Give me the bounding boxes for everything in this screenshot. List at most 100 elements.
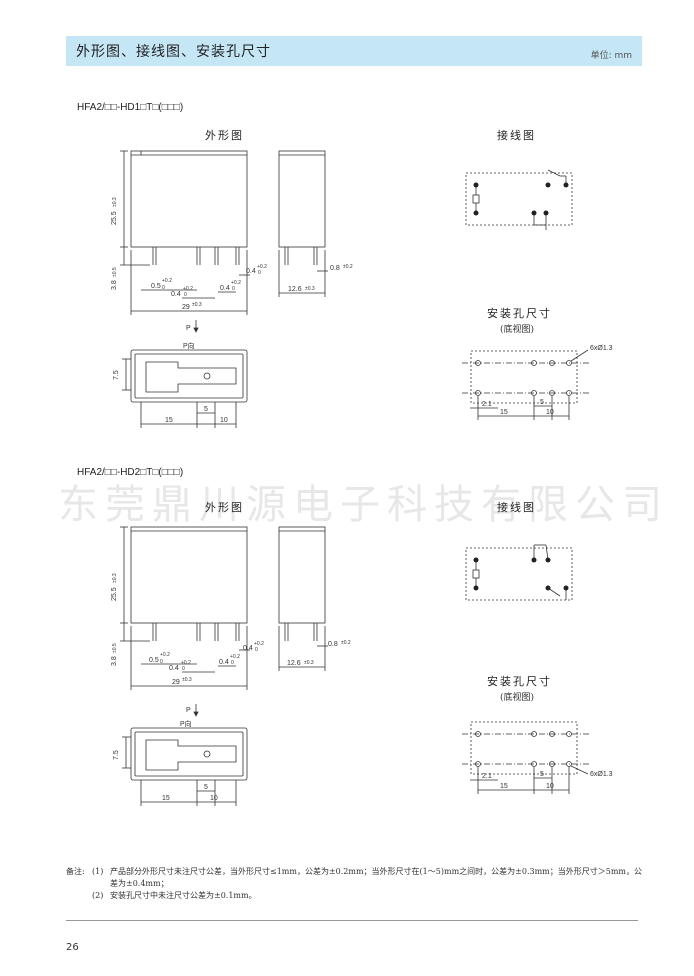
model-number-2: HFA2/□□-HD2□T□(□□□) bbox=[77, 467, 184, 478]
mdim-21-2: 2.1 bbox=[482, 773, 492, 780]
dim-width-tol-1: ±0.3 bbox=[192, 302, 202, 308]
dim-pinw-a-up-2: +0.2 bbox=[160, 652, 170, 658]
dim-depth-tol-1: ±0.3 bbox=[305, 286, 315, 292]
p-mark-2: P bbox=[186, 707, 191, 714]
dim-depth-2: 12.6 bbox=[287, 660, 301, 667]
outline-label-2: 外形图 bbox=[205, 501, 244, 514]
mdim-5-1: 5 bbox=[540, 399, 544, 406]
mount-holes-2 bbox=[462, 721, 590, 794]
dim-pinw-c-dn-1: 0 bbox=[232, 286, 235, 292]
dim-pinw-c-2: 0.4 bbox=[219, 659, 229, 666]
wiring-lines-2 bbox=[472, 544, 567, 600]
wiring-diagram-1 bbox=[465, 172, 573, 226]
dim-height-tol-2: ±0.3 bbox=[112, 573, 118, 583]
outline-label-1: 外形图 bbox=[205, 129, 244, 142]
dim-pinw-a-2: 0.5 bbox=[149, 657, 159, 664]
dim-5-2: 5 bbox=[204, 784, 208, 791]
dim-10-2: 10 bbox=[210, 795, 218, 802]
wiring-pins-1 bbox=[473, 182, 569, 216]
p-mark-1: P bbox=[186, 325, 191, 332]
notes-key: 备注: bbox=[66, 867, 85, 876]
dim-pinlen-tol-2: ±0.5 bbox=[112, 643, 118, 653]
dim-text-1: 25.5 ±0.3 3.8 ±0.5 29 ±0.3 0.5 +0.2 0 0.… bbox=[111, 197, 613, 424]
section-title: 外形图、接线图、安装孔尺寸 bbox=[76, 44, 271, 60]
dim-pinw-b-2: 0.4 bbox=[169, 665, 179, 672]
dim-depth-1: 12.6 bbox=[288, 286, 302, 293]
note-2-text: 安装孔尺寸中未注尺寸公差为±0.1mm。 bbox=[110, 891, 257, 900]
dim-pinw-b-up-1: +0.2 bbox=[183, 286, 193, 292]
note-1-num: (1) bbox=[92, 867, 104, 876]
side-outline-2 bbox=[278, 526, 328, 671]
bottom-view-1 bbox=[122, 349, 248, 428]
dim-5-1: 5 bbox=[204, 406, 208, 413]
dim-width-1: 29 bbox=[182, 304, 190, 311]
dim-pinw-d-dn-2: 0 bbox=[255, 647, 258, 653]
model-number-1: HFA2/□□-HD1□T□(□□□) bbox=[77, 102, 184, 113]
dim-pinw-a-dn-1: 0 bbox=[162, 285, 165, 291]
dim-width-2: 29 bbox=[172, 679, 180, 686]
mount-sub-2: (底视图) bbox=[500, 693, 535, 703]
mdim-10-2: 10 bbox=[546, 783, 554, 790]
dim-15-2: 15 bbox=[162, 795, 170, 802]
mdim-15-1: 15 bbox=[500, 409, 508, 416]
side-outline-1 bbox=[278, 150, 328, 297]
dim-pinw-d-up-1: +0.2 bbox=[257, 264, 267, 270]
front-outline-1 bbox=[120, 150, 250, 315]
mount-sub-1: (底视图) bbox=[500, 325, 535, 335]
mount-label-2: 安装孔尺寸 bbox=[487, 675, 552, 688]
footer-divider bbox=[66, 920, 638, 921]
dim-pinw-d-dn-1: 0 bbox=[258, 270, 261, 276]
dim-pinw-b-dn-1: 0 bbox=[184, 292, 187, 298]
dim-pinw-a-1: 0.5 bbox=[151, 283, 161, 290]
bottom-view-2 bbox=[122, 727, 248, 806]
dim-text-2: 25.5 ±0.3 3.8 ±0.5 29 ±0.3 0.5 +0.2 0 0.… bbox=[111, 573, 613, 802]
mdim-21-1: 2.1 bbox=[482, 401, 492, 408]
dim-pinlen-2: 3.8 bbox=[111, 656, 118, 666]
unit-label: 单位: mm bbox=[590, 51, 632, 61]
dim-depth-tol-2: ±0.3 bbox=[304, 660, 314, 666]
dim-pint-2: 0.8 bbox=[328, 641, 338, 648]
mdim-15-2: 15 bbox=[500, 783, 508, 790]
dim-height-2: 25.5 bbox=[111, 587, 118, 601]
dim-pint-tol-2: ±0.2 bbox=[341, 640, 351, 646]
dim-pinw-c-1: 0.4 bbox=[220, 285, 230, 292]
dim-pinw-d-1: 0.4 bbox=[246, 268, 256, 275]
page-number: 26 bbox=[66, 942, 79, 953]
dim-pinw-d-up-2: +0.2 bbox=[254, 641, 264, 647]
dim-pint-1: 0.8 bbox=[330, 265, 340, 272]
dim-pinlen-1: 3.8 bbox=[111, 280, 118, 290]
watermark: 东莞鼎川源电子科技有限公司 bbox=[58, 482, 669, 528]
wiring-lines-1 bbox=[472, 169, 567, 230]
dim-pinw-b-1: 0.4 bbox=[171, 291, 181, 298]
dim-pinw-b-up-2: +0.2 bbox=[181, 660, 191, 666]
dim-pinw-a-up-1: +0.2 bbox=[162, 278, 172, 284]
dim-75-1: 7.5 bbox=[113, 370, 120, 380]
p-dir-2: P向 bbox=[180, 719, 192, 728]
mdim-5-2: 5 bbox=[540, 771, 544, 778]
dim-pinw-c-up-2: +0.2 bbox=[230, 654, 240, 660]
note-2-num: (2) bbox=[92, 891, 104, 900]
dim-pinlen-tol-1: ±0.5 bbox=[112, 267, 118, 277]
dim-15-1: 15 bbox=[165, 417, 173, 424]
dim-pinw-d-2: 0.4 bbox=[243, 645, 253, 652]
dim-pinw-c-dn-2: 0 bbox=[231, 660, 234, 666]
dim-pint-tol-1: ±0.2 bbox=[343, 264, 353, 270]
dim-pinw-c-up-1: +0.2 bbox=[231, 280, 241, 286]
mount-label-1: 安装孔尺寸 bbox=[487, 307, 552, 320]
wiring-label-2: 接线图 bbox=[497, 501, 536, 514]
holes-2: 6xØ1.3 bbox=[590, 771, 613, 778]
wiring-label-1: 接线图 bbox=[497, 129, 536, 142]
dim-10-1: 10 bbox=[220, 417, 228, 424]
p-dir-1: P向 bbox=[183, 341, 195, 350]
dim-height-1: 25.5 bbox=[111, 211, 118, 225]
wiring-pins-2 bbox=[473, 557, 569, 591]
wiring-diagram-2 bbox=[465, 547, 573, 601]
dim-width-tol-2: ±0.3 bbox=[182, 677, 192, 683]
dim-pinw-a-dn-2: 0 bbox=[160, 659, 163, 665]
mdim-10-1: 10 bbox=[546, 409, 554, 416]
front-outline-2 bbox=[120, 526, 250, 690]
section-header: 外形图、接线图、安装孔尺寸 单位: mm bbox=[66, 36, 642, 66]
dim-75-2: 7.5 bbox=[113, 750, 120, 760]
dim-height-tol-1: ±0.3 bbox=[112, 197, 118, 207]
